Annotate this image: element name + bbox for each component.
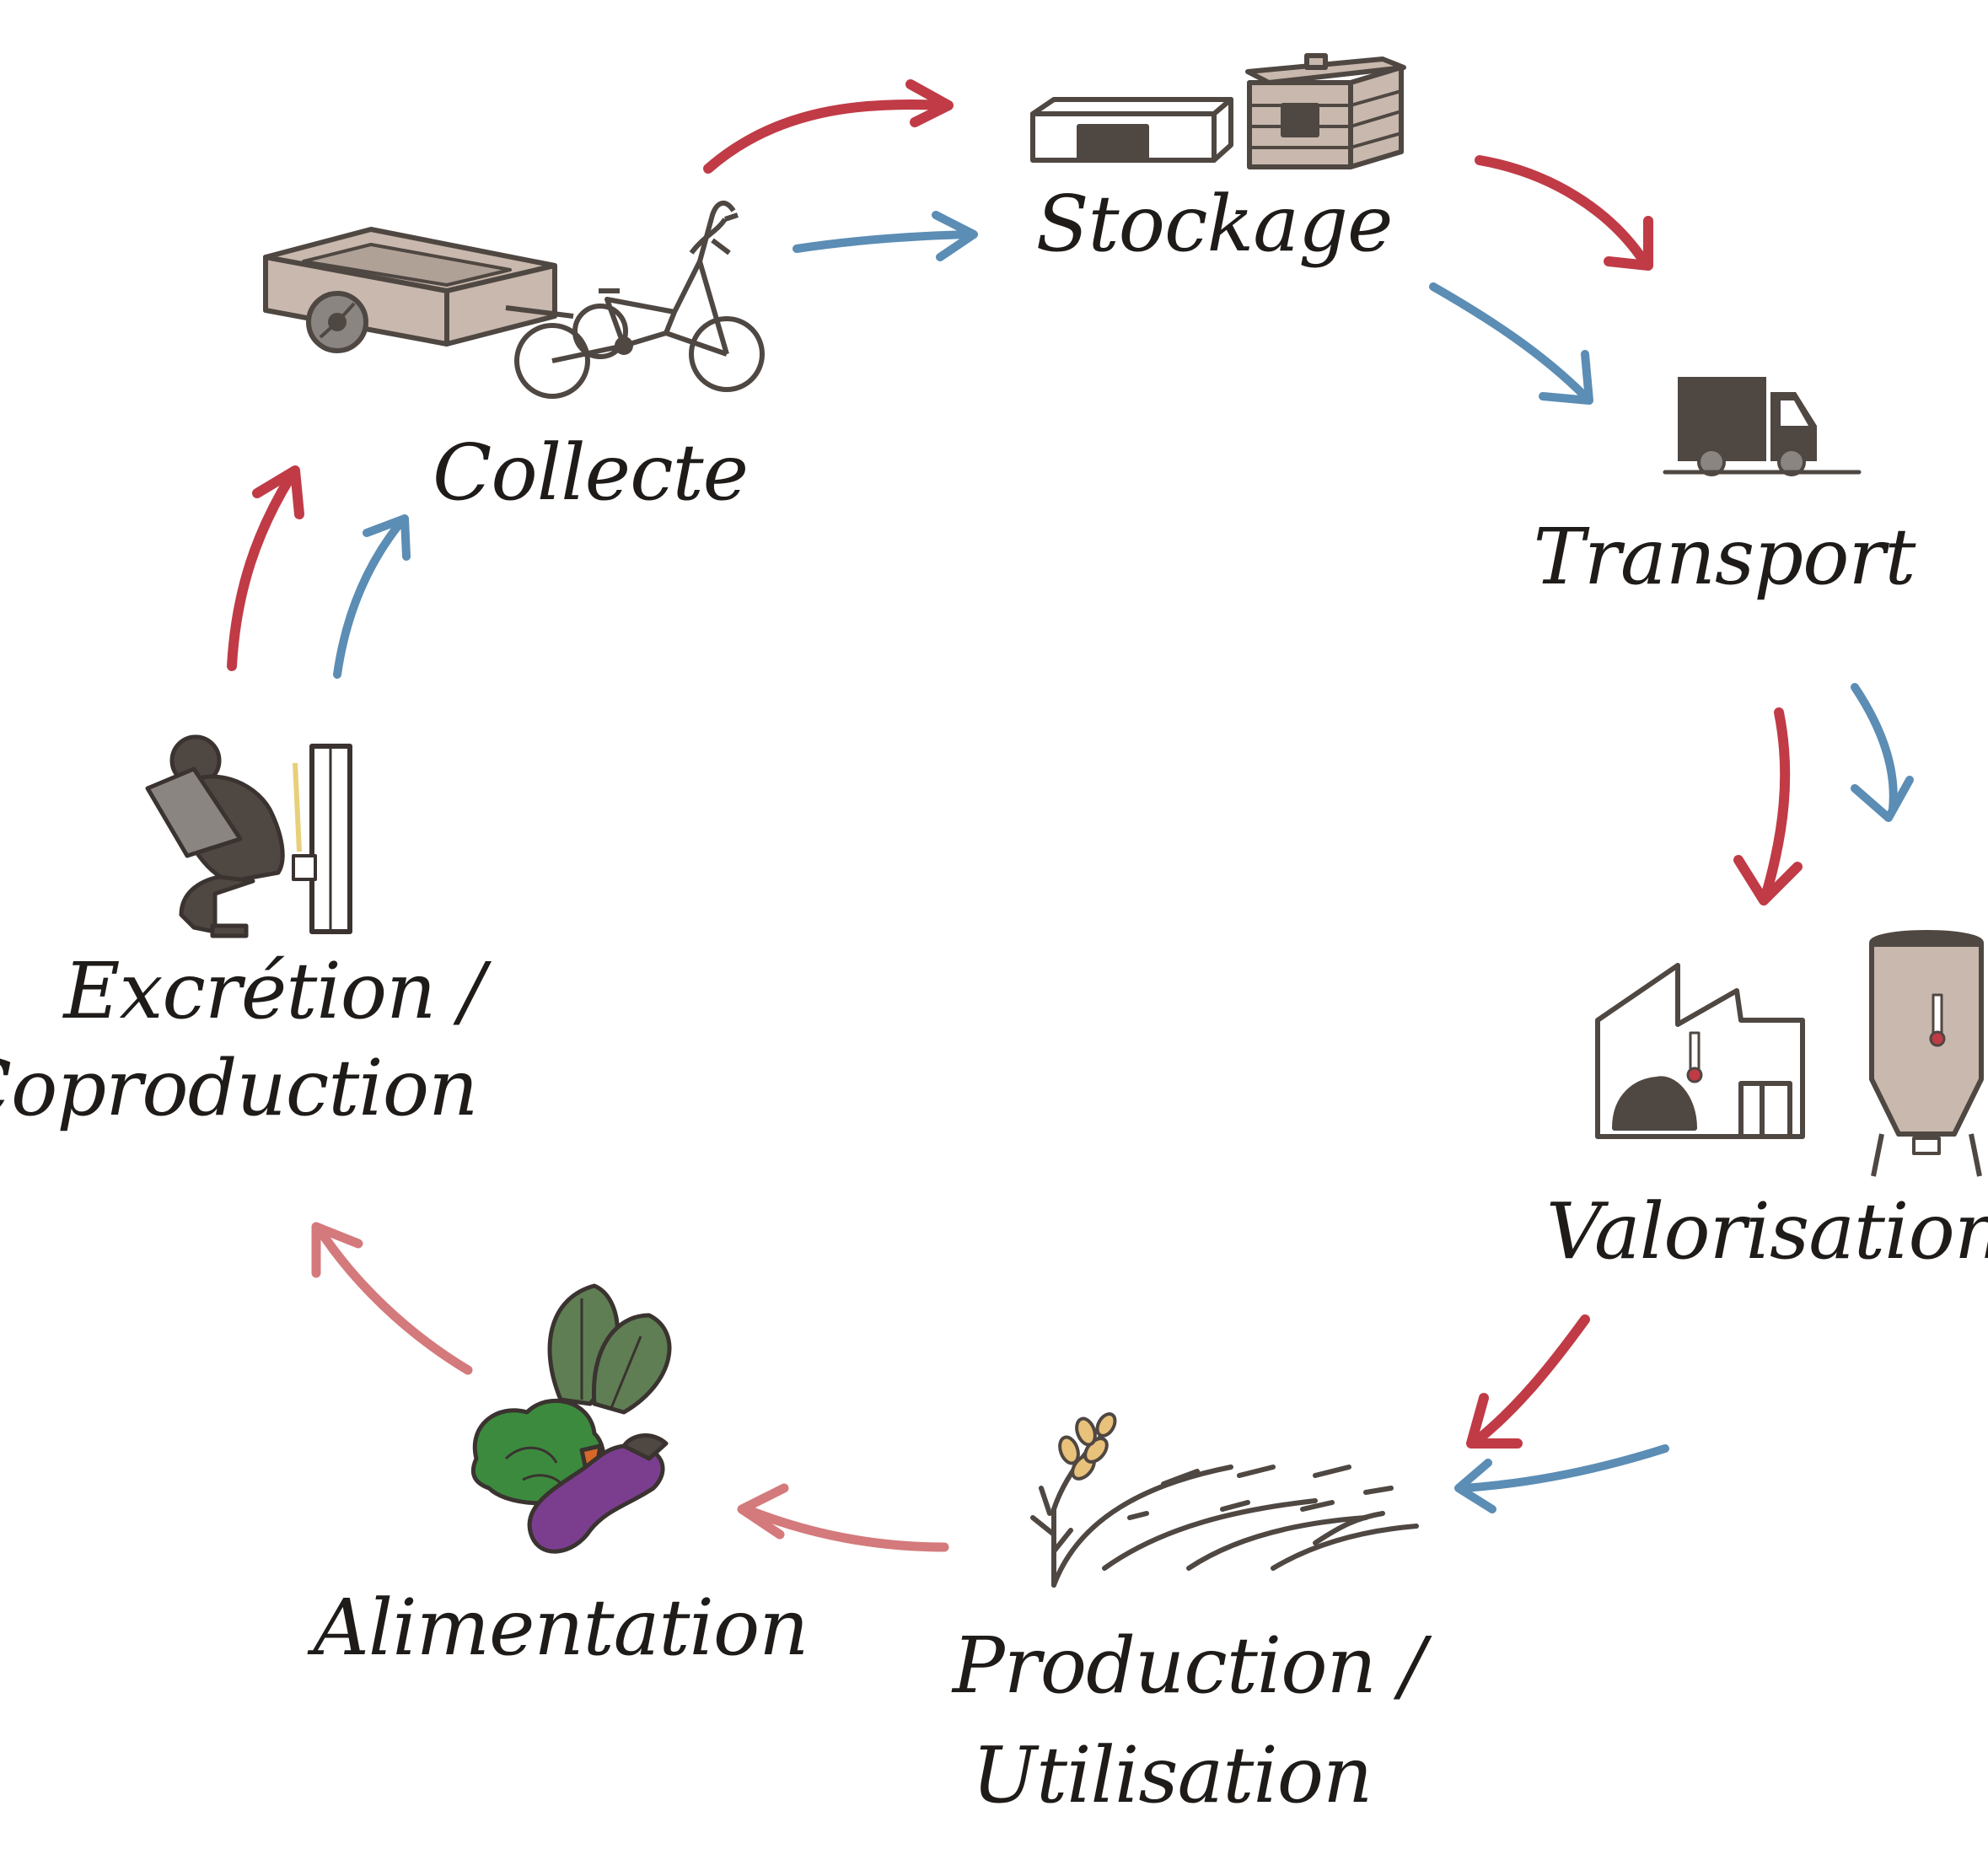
label-transport: Transport	[1533, 512, 1916, 602]
arrow-collecte-stockage-red	[703, 79, 954, 174]
arrow-production-alimentation	[737, 1483, 949, 1552]
label-utilisation: Utilisation	[971, 1730, 1373, 1820]
label-coproduction: Coproduction	[0, 1043, 478, 1133]
arrow-stockage-transport-red	[1475, 155, 1653, 271]
arrow-transport-valorisation-blue	[1851, 683, 1914, 822]
arrow-valorisation-production-red	[1466, 1314, 1590, 1449]
arrow-alimentation-excretion	[311, 1222, 473, 1375]
person-toilet-icon	[145, 734, 352, 938]
label-alimentation: Alimentation	[313, 1583, 809, 1673]
arrow-collecte-stockage-blue	[793, 211, 978, 261]
label-excretion: Excrétion /	[63, 946, 485, 1036]
truck-icon	[1663, 377, 1862, 476]
arrow-transport-valorisation-red	[1733, 707, 1803, 906]
field-wheat-icon	[1030, 1412, 1419, 1588]
label-production: Production /	[952, 1621, 1426, 1711]
storage-containers-icon	[1030, 53, 1406, 169]
label-collecte: Collecte	[432, 427, 749, 518]
arrow-valorisation-production-blue	[1454, 1444, 1669, 1513]
arrow-excretion-collecte-red	[227, 465, 304, 671]
label-valorisation: Valorisation	[1545, 1186, 1988, 1277]
vegetables-icon	[470, 1283, 672, 1554]
label-stockage: Stockage	[1035, 179, 1394, 269]
arrow-excretion-collecte-blue	[333, 514, 411, 679]
cargo-bike-icon	[263, 201, 765, 399]
factory-digester-icon	[1595, 930, 1984, 1177]
arrow-stockage-transport-blue	[1429, 282, 1593, 405]
